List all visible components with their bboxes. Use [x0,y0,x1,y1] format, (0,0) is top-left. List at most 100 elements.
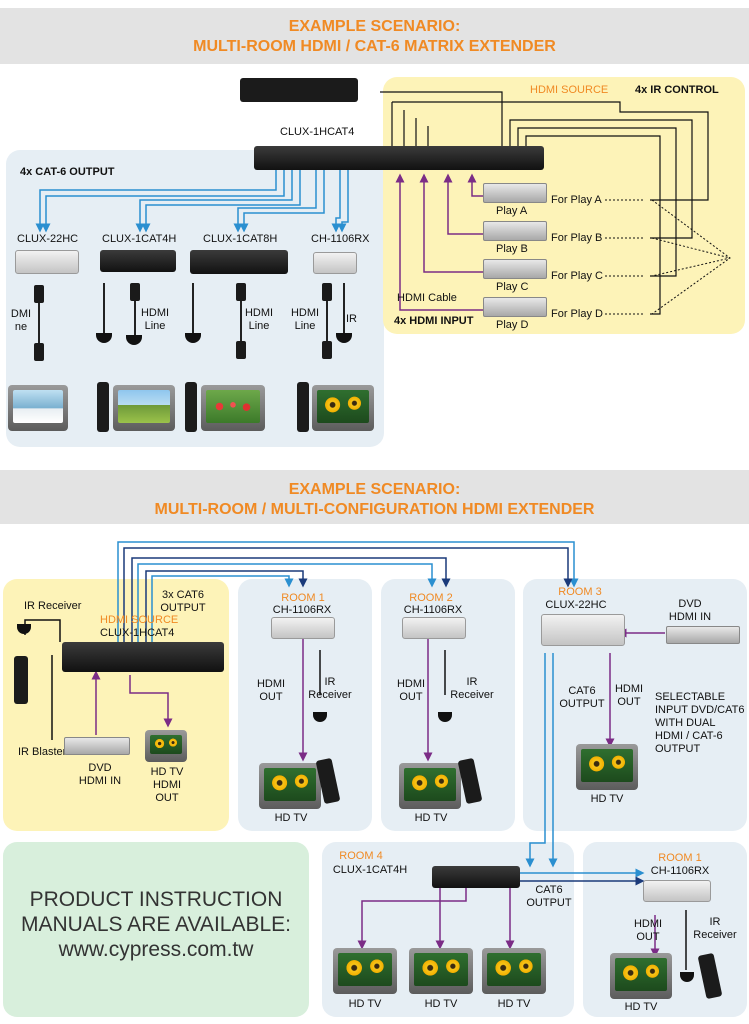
ir-cable-icon [103,283,105,333]
hdmi-source-label: HDMI SOURCE [530,84,609,96]
tv-icon [259,763,321,809]
hdmi-plug-icon [322,283,332,301]
manuals-panel [3,842,309,1017]
room3-hdmi-out-label: HDMI OUT [614,683,644,708]
hdmi-cable-icon [38,303,40,343]
section1-title-line1: EXAMPLE SCENARIO: [288,18,461,35]
ir-cable-icon [343,283,345,333]
tv-icon [399,763,461,809]
room4-label: ROOM 4 [339,850,383,862]
manuals-line2: MANUALS ARE AVAILABLE: [20,913,291,936]
section2-wiring [24,541,687,970]
hdmi-cable-icon [240,301,242,341]
receiver-4-cable-label: HDMI Line [290,307,320,332]
receiver-1-cable-label: DMI ne [10,308,32,333]
room2-model-label: CH-1106RX [403,604,463,616]
receiver-2-cable-label: HDMI Line [140,307,170,332]
hdmi-plug-icon [34,285,44,303]
dvd-player-icon [483,259,547,279]
receiver-2-device [100,250,176,272]
dvd-player-icon [483,297,547,317]
tv-icon [145,730,187,762]
room4-tv-label: HD TV [424,998,458,1010]
ir-sensor-icon [185,333,201,343]
room3-cat6-output-label: CAT6 OUTPUT [559,685,605,710]
manuals-url[interactable]: www.cypress.com.tw [58,938,254,961]
ir-sensor-icon [680,972,694,982]
manuals-line1: PRODUCT INSTRUCTION [29,888,283,911]
room2-tv-label: HD TV [414,812,448,824]
player-c-for-label: For Play C [551,270,603,282]
receiver-3-device [190,250,288,274]
room1b-ir-label: IR Receiver [693,916,737,941]
room1-ir-label: IR Receiver [308,676,352,701]
tv-icon [8,385,68,431]
dvd-label: DVD HDMI IN [78,762,122,787]
tv-icon [312,385,374,431]
room3-model-label: CLUX-22HC [545,599,607,611]
remote-control-icon [14,656,28,704]
room3-label: ROOM 3 [558,586,602,598]
tv-icon [610,953,672,999]
cat6-output-label: 3x CAT6 OUTPUT [160,589,206,614]
ir-sensor-icon [336,333,352,343]
tv-icon [409,948,473,994]
section2-banner [0,470,749,524]
ir-cable-icon [192,283,194,333]
player-c-label: Play C [496,281,529,293]
tv-label: HD TV HDMI OUT [150,766,184,804]
hdmi-input-label: 4x HDMI INPUT [394,315,474,327]
section2-title-line1: EXAMPLE SCENARIO: [288,481,461,498]
dvd-player-icon [666,626,740,644]
ir-sensor-icon [17,624,31,634]
receiver-3-label: CLUX-1CAT8H [203,233,278,245]
room1-hdmi-out-label: HDMI OUT [256,678,286,703]
room2-label: ROOM 2 [409,592,453,604]
player-b-for-label: For Play B [551,232,603,244]
hdmi-cable-icon [326,301,328,341]
room3-dvd-label: DVD HDMI IN [668,598,712,623]
tv-icon [113,385,175,431]
hdmi-plug-icon [236,283,246,301]
receiver-2-label: CLUX-1CAT4H [102,233,177,245]
section2-title-line2: MULTI-ROOM / MULTI-CONFIGURATION HDMI EX… [154,501,595,518]
tv-icon [576,744,638,790]
matrix-device [62,642,224,672]
matrix-label: CLUX-1HCAT4 [280,126,355,138]
receiver-device [643,880,711,902]
dvd-player-icon [483,221,547,241]
dvd-player-icon [64,737,130,755]
room4-tv-label: HD TV [497,998,531,1010]
tv-icon [333,948,397,994]
room1b-tv-label: HD TV [624,1001,658,1013]
receiver-4-label: CH-1106RX [311,233,370,245]
hdmi-plug-icon [34,343,44,361]
room1-model-label: CH-1106RX [272,604,332,616]
receiver-device [271,617,335,639]
receiver-4-device [313,252,357,274]
dvd-player-icon [483,183,547,203]
section1-wiring [35,91,731,315]
tv-icon [201,385,265,431]
tv-icon [482,948,546,994]
room2-hdmi-out-label: HDMI OUT [396,678,426,703]
receiver-1-device [15,250,79,274]
hdmi-plug-icon [236,341,246,359]
room4-tv-label: HD TV [348,998,382,1010]
player-a-for-label: For Play A [551,194,602,206]
hdmi-plug-icon [322,341,332,359]
receiver-device [402,617,466,639]
ir-sensor-icon [126,335,142,345]
extender-device [432,866,520,888]
room1b-hdmi-out-label: HDMI OUT [633,918,663,943]
receiver-device [541,614,625,646]
remote-control-icon [240,78,358,102]
receiver-3-cable-label: HDMI Line [244,307,274,332]
receiver-4-ir-label: IR [346,313,357,325]
ir-sensor-icon [438,712,452,722]
player-b-label: Play B [496,243,528,255]
remote-control-icon [185,382,197,432]
room4-cat6-output-label: CAT6 OUTPUT [526,884,572,909]
room1-label: ROOM 1 [281,592,325,604]
section1-title-line2: MULTI-ROOM HDMI / CAT-6 MATRIX EXTENDER [193,38,556,55]
